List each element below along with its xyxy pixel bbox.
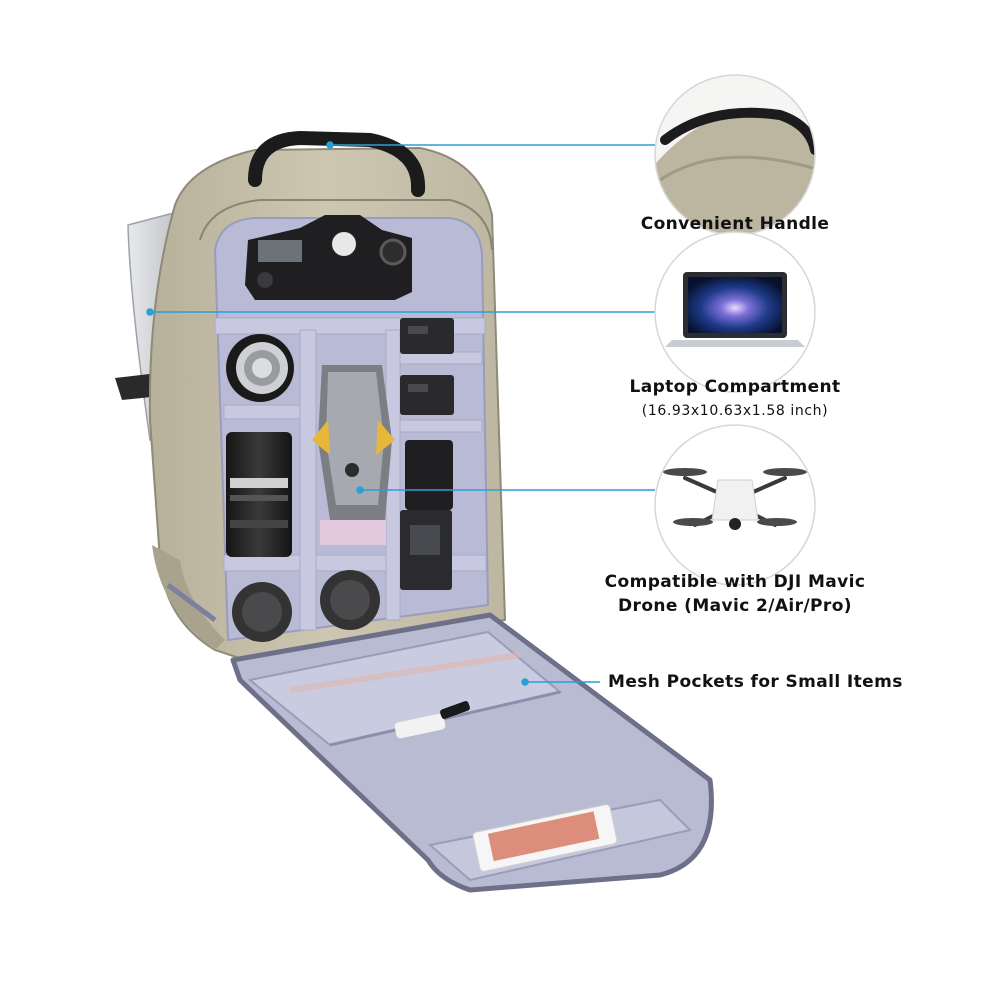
zoom-lens — [226, 432, 292, 557]
rear-lens-caps — [232, 570, 380, 642]
drone-label-line2: Drone (Mavic 2/Air/Pro) — [618, 596, 852, 616]
laptop-label: Laptop Compartment — [629, 377, 841, 397]
backpack — [115, 130, 714, 893]
laptop-detail-circle — [654, 231, 816, 393]
drone-detail-circle — [654, 424, 816, 586]
handle-detail-circle — [654, 74, 816, 236]
top-handle — [248, 130, 426, 197]
mesh-label: Mesh Pockets for Small Items — [608, 672, 903, 692]
lens-cap — [226, 334, 294, 402]
speedlight — [400, 440, 453, 590]
handle-label: Convenient Handle — [640, 214, 830, 234]
callout-lines — [146, 141, 655, 686]
laptop-dimensions: (16.93x10.63x1.58 inch) — [641, 403, 829, 419]
drone-folded — [312, 365, 395, 545]
batteries — [400, 318, 454, 415]
camera-body — [245, 215, 412, 300]
drone-label-line1: Compatible with DJI Mavic — [604, 572, 866, 592]
